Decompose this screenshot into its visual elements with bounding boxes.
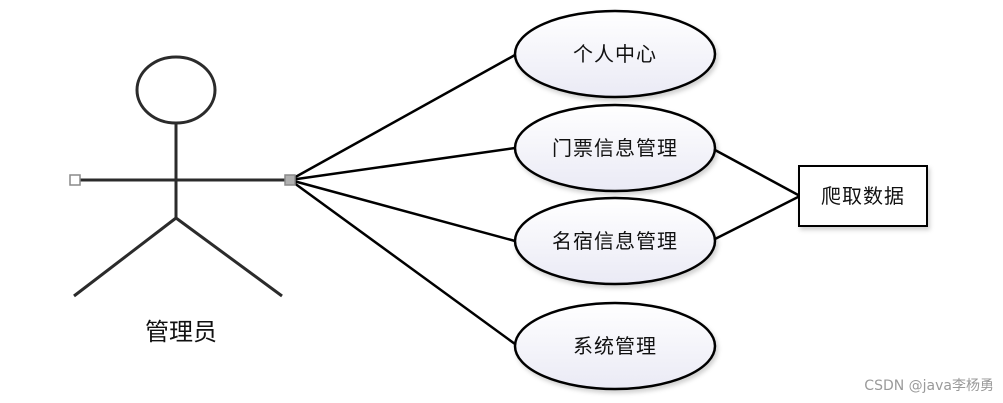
selection-handle-right[interactable] — [284, 174, 296, 186]
use-case-homestay-management[interactable]: 名宿信息管理 — [513, 196, 717, 286]
actor-left-leg — [73, 216, 177, 298]
actor-figure — [73, 55, 289, 298]
use-case-label: 门票信息管理 — [552, 136, 678, 160]
use-case-ellipse — [513, 9, 717, 99]
selection-handle-left[interactable] — [69, 174, 81, 186]
use-case-ticket-management[interactable]: 门票信息管理 — [513, 103, 717, 193]
use-case-ellipse — [513, 196, 717, 286]
association-line-homestay-management — [289, 178, 516, 243]
use-case-personal-center[interactable]: 个人中心 — [513, 9, 717, 99]
association-line-personal-center — [289, 53, 516, 182]
association-line-ticket-management — [289, 146, 516, 182]
use-case-label: 个人中心 — [573, 42, 657, 66]
use-case-label: 系统管理 — [573, 334, 657, 358]
crawl-data-rect — [798, 165, 928, 227]
use-case-ellipse — [513, 301, 717, 391]
association-line-homestay-to-crawl — [714, 194, 801, 241]
actor-label: 管理员 — [145, 318, 217, 346]
actor-right-leg — [175, 216, 283, 298]
crawl-data-box[interactable]: 爬取数据 — [798, 165, 928, 227]
use-case-label: 名宿信息管理 — [552, 229, 678, 253]
association-line-system-management — [289, 178, 516, 346]
use-case-ellipse — [513, 103, 717, 193]
watermark-text: CSDN @java李杨勇 — [864, 378, 994, 394]
use-case-system-management[interactable]: 系统管理 — [513, 301, 717, 391]
association-line-ticket-to-crawl — [714, 148, 801, 198]
actor-head — [135, 55, 217, 125]
crawl-data-label: 爬取数据 — [821, 184, 905, 208]
